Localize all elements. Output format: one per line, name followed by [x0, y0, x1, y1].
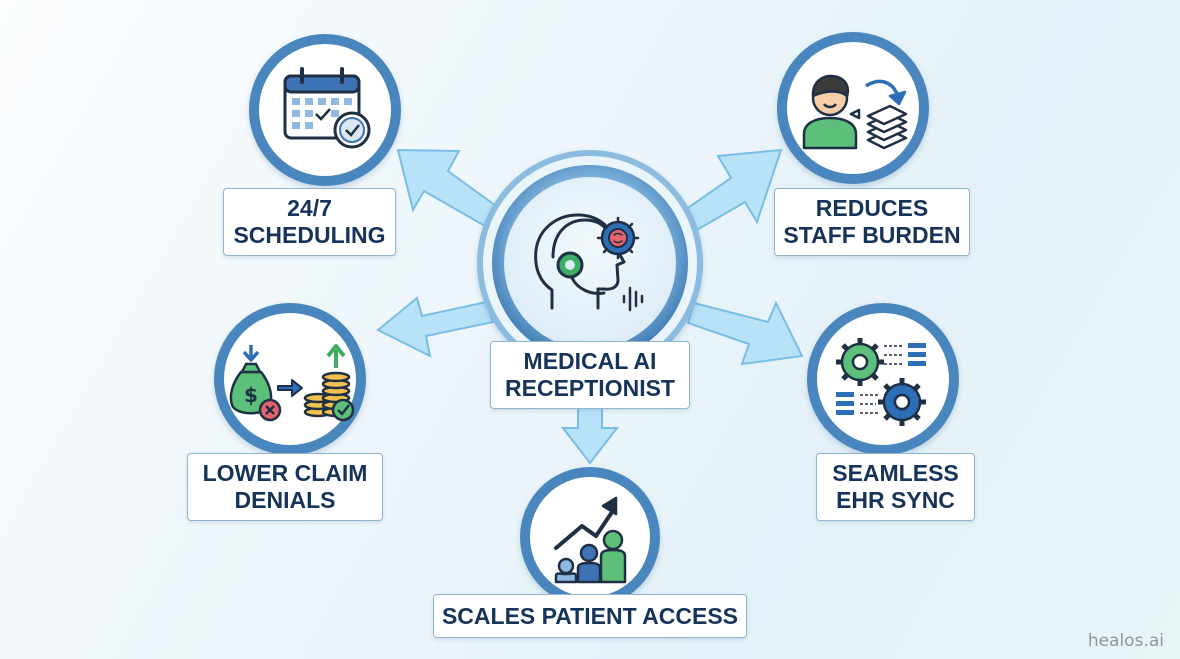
gears-sync-icon — [836, 338, 926, 426]
arrow-to-access — [560, 407, 620, 465]
growth-people-icon — [554, 496, 627, 584]
node-access-circle — [520, 467, 660, 607]
person-paper-stack-icon — [802, 74, 908, 150]
label-staff-line2: STAFF BURDEN — [783, 222, 961, 248]
svg-text:$: $ — [244, 383, 258, 407]
arrow-to-claims — [376, 296, 495, 358]
arrow-to-scheduling — [396, 148, 505, 232]
label-staff: REDUCES STAFF BURDEN — [774, 188, 970, 256]
label-scheduling-line1: 24/7 — [287, 195, 332, 221]
label-claims-line2: DENIALS — [234, 487, 336, 513]
label-scheduling-line2: SCHEDULING — [233, 222, 386, 248]
label-scheduling: 24/7 SCHEDULING — [223, 188, 396, 256]
money-bag-coins-icon: $ — [229, 344, 355, 422]
arrow-to-staff — [677, 148, 783, 236]
label-ehr-line1: SEAMLESS — [832, 460, 959, 486]
label-access-line1: SCALES PATIENT ACCESS — [441, 602, 739, 629]
label-access: SCALES PATIENT ACCESS — [433, 594, 747, 638]
center-label-line1: MEDICAL AI — [523, 348, 657, 374]
center-label-line2: RECEPTIONIST — [505, 375, 675, 401]
watermark: healos.ai — [1087, 631, 1164, 651]
center-label: MEDICAL AI RECEPTIONIST — [490, 341, 690, 409]
label-ehr: SEAMLESS EHR SYNC — [816, 453, 975, 521]
node-ehr-circle — [807, 303, 959, 455]
label-claims-line1: LOWER CLAIM — [202, 460, 368, 486]
arrow-to-ehr — [686, 300, 804, 366]
label-staff-line1: REDUCES — [815, 195, 929, 221]
label-ehr-line2: EHR SYNC — [836, 487, 955, 513]
label-claims: LOWER CLAIM DENIALS — [187, 453, 383, 521]
ai-receptionist-headset-brain-icon — [534, 213, 644, 312]
node-staff-circle — [777, 32, 929, 184]
calendar-clock-icon — [283, 67, 371, 149]
center-node — [477, 150, 703, 376]
